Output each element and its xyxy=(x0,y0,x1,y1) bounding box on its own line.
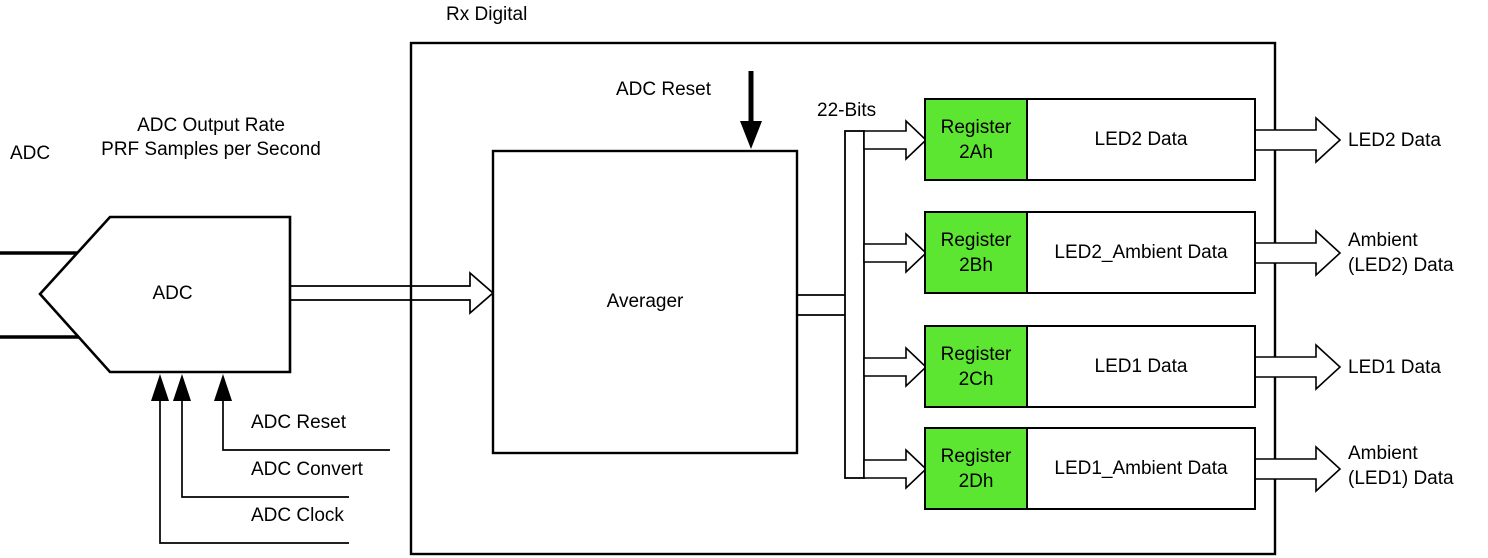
adc-convert-label: ADC Convert xyxy=(251,459,363,480)
adc-convert-line xyxy=(181,399,349,498)
register-2ch-name-line2: 2Ch xyxy=(958,368,994,390)
adc-output-rate-line1: ADC Output Rate xyxy=(137,115,285,136)
rx-digital-box xyxy=(409,41,1277,556)
ambient-led1-output-arrow-icon xyxy=(1253,445,1342,493)
register-2ah-name-line1: Register xyxy=(940,116,1012,138)
bus-to-register-2ch-arrow-icon xyxy=(863,346,928,388)
output-line: (LED1) Data xyxy=(1348,468,1454,489)
register-2dh-name-line2: 2Dh xyxy=(958,470,994,492)
rx-digital-title: Rx Digital xyxy=(446,4,528,25)
ambient-led2-output-arrow-icon xyxy=(1253,229,1342,277)
adc-clock-arrow-icon xyxy=(151,374,169,401)
register-2bh-name-line1: Register xyxy=(940,229,1012,251)
led2-data-output-arrow-icon xyxy=(1253,116,1342,164)
adc-block-shape xyxy=(38,215,292,374)
output-line: LED2 Data xyxy=(1348,130,1441,151)
adc-reset-bottom-label: ADC Reset xyxy=(251,412,347,433)
register-2ch-name-line1: Register xyxy=(940,343,1012,365)
output-line: Ambient xyxy=(1348,443,1418,464)
ambient-led1-output-label: Ambient (LED1) Data xyxy=(1348,441,1454,491)
register-2bh-box: Register 2Bh xyxy=(924,211,1028,294)
adc-output-rate-line2: PRF Samples per Second xyxy=(101,139,321,160)
register-2ah-name-line2: 2Ah xyxy=(959,141,993,163)
adc-convert-arrow-icon xyxy=(173,374,191,401)
adc-reset-line xyxy=(222,399,390,451)
led1-data-output-arrow-icon xyxy=(1253,343,1342,391)
register-2bh-name-line2: 2Bh xyxy=(959,254,993,276)
bus-to-register-2ah-arrow-icon xyxy=(863,119,928,161)
bus-bar xyxy=(844,130,865,479)
register-2dh-box: Register 2Dh xyxy=(924,427,1028,510)
bus-width-label: 22-Bits xyxy=(817,100,877,121)
output-line: Ambient xyxy=(1348,230,1418,251)
output-line: (LED2) Data xyxy=(1348,255,1454,276)
adc-reset-arrow-icon xyxy=(214,374,232,401)
led2-data-output-label: LED2 Data xyxy=(1348,128,1441,153)
adc-to-averager-arrow-icon xyxy=(289,271,495,315)
adc-reset-top-arrow-icon xyxy=(740,121,762,149)
adc-reset-top-label: ADC Reset xyxy=(616,79,712,100)
led1-data-box: LED1 Data xyxy=(1026,325,1256,408)
adc-output-rate-label: ADC Output Rate PRF Samples per Second xyxy=(80,114,342,162)
output-line: LED1 Data xyxy=(1348,357,1441,378)
bus-to-register-2bh-arrow-icon xyxy=(863,232,928,274)
register-2ah-box: Register 2Ah xyxy=(924,98,1028,181)
led1-ambient-data-box: LED1_Ambient Data xyxy=(1026,427,1256,510)
averager-box xyxy=(491,149,799,455)
adc-side-label: ADC xyxy=(10,143,51,164)
register-2dh-name-line1: Register xyxy=(940,445,1012,467)
ambient-led2-output-label: Ambient (LED2) Data xyxy=(1348,228,1454,278)
adc-block-label: ADC xyxy=(152,283,193,304)
led2-data-box: LED2 Data xyxy=(1026,98,1256,181)
led1-data-output-label: LED1 Data xyxy=(1348,355,1441,380)
adc-clock-line xyxy=(159,399,349,544)
adc-clock-label: ADC Clock xyxy=(251,505,344,526)
register-2ch-box: Register 2Ch xyxy=(924,325,1028,408)
bus-to-register-2dh-arrow-icon xyxy=(863,448,928,490)
led2-ambient-data-box: LED2_Ambient Data xyxy=(1026,211,1256,294)
averager-label: Averager xyxy=(606,291,684,312)
